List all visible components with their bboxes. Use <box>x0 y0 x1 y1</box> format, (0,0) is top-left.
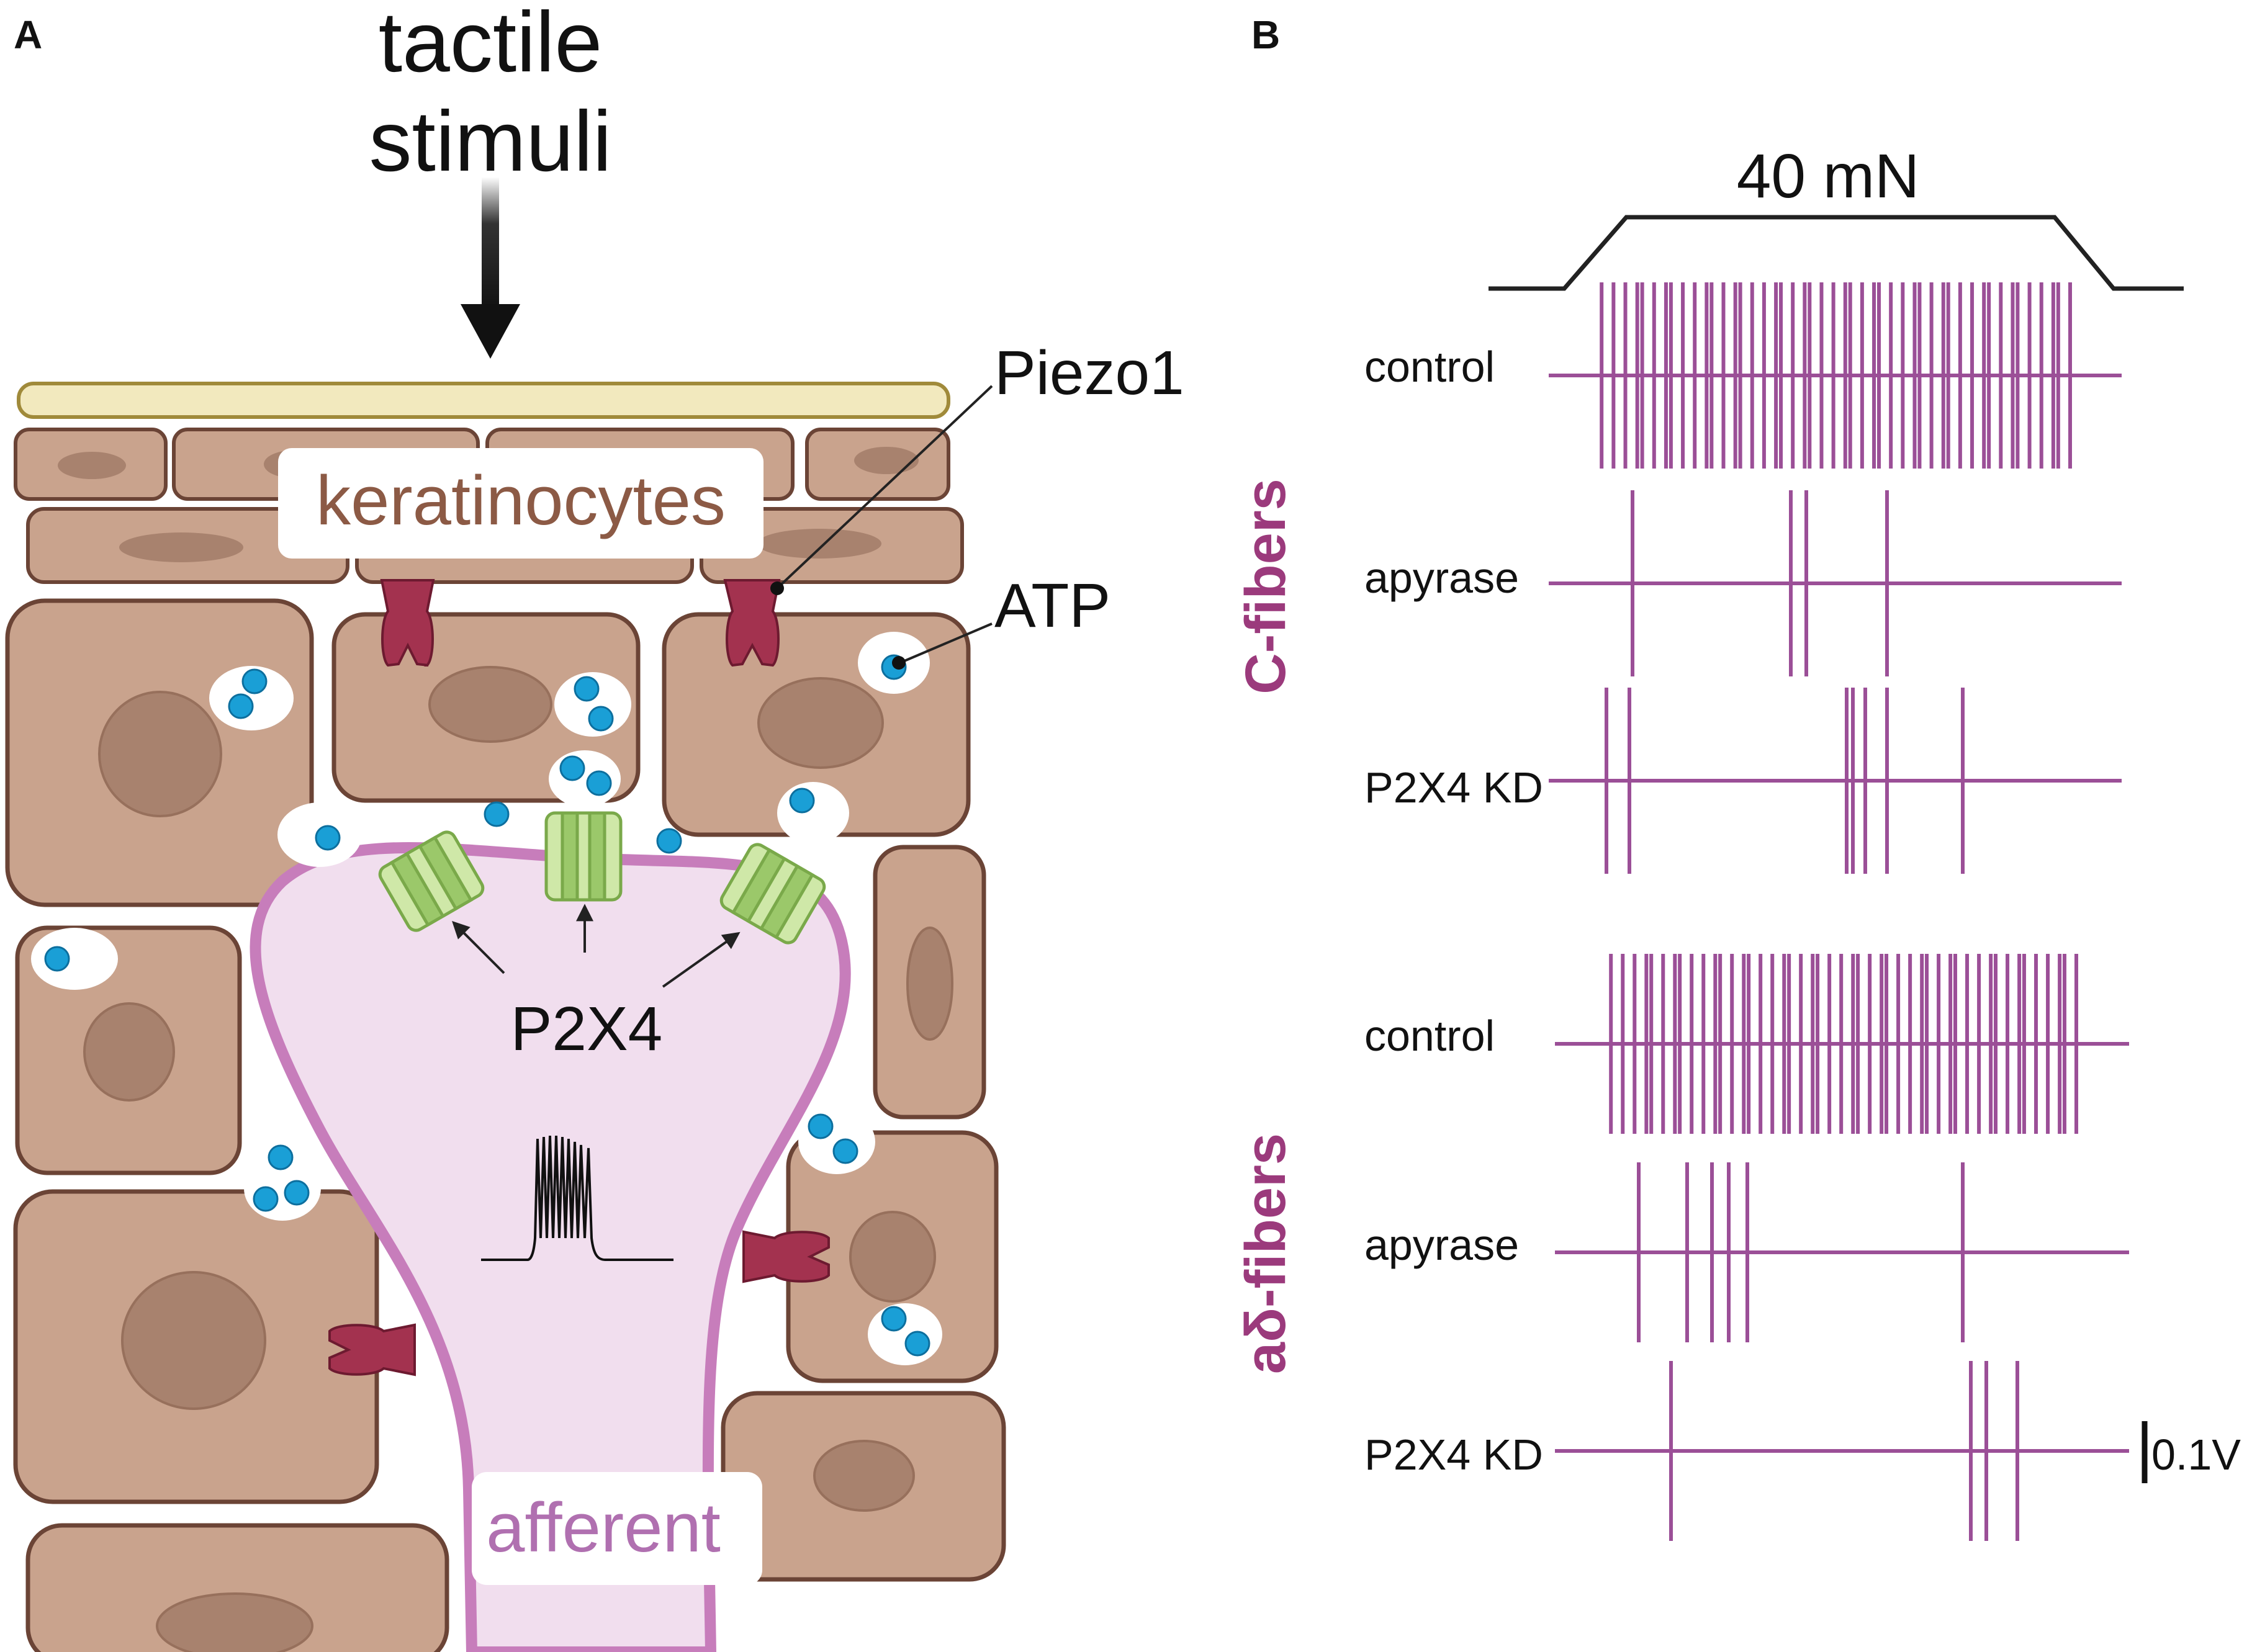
c-p2x4kd-label: P2X4 KD <box>1364 763 1543 812</box>
ad-control-label: control <box>1364 1012 1495 1060</box>
atp-molecules <box>44 654 930 1357</box>
p2x4-channels <box>378 811 826 945</box>
atp-pointer-dot <box>892 656 906 670</box>
piezo1-channels <box>328 579 830 1376</box>
c-apyrase-trace <box>1549 490 2122 676</box>
c-fibers-label: C-fibers <box>1234 478 1297 694</box>
stratum-corneum <box>17 382 950 419</box>
stimulus-force-label: 40 mN <box>1737 141 1920 211</box>
c-apyrase-label: apyrase <box>1364 554 1519 602</box>
stimulus-label-line2: stimuli <box>369 94 611 189</box>
keratinocytes-label: keratinocytes <box>316 462 726 539</box>
ad-control-trace <box>1555 954 2129 1134</box>
keratinocytes-label-box <box>278 448 763 559</box>
c-control-label: control <box>1364 343 1495 391</box>
atp-label: ATP <box>994 571 1110 640</box>
keratinocyte-nuclei <box>83 666 953 1652</box>
ad-p2x4kd-label: P2X4 KD <box>1364 1430 1543 1479</box>
piezo1-label: Piezo1 <box>994 338 1184 408</box>
action-potential-trace <box>481 1135 673 1261</box>
ad-fibers-label: aδ-fibers <box>1234 1133 1297 1374</box>
annotation-lines <box>452 385 993 988</box>
afferent-label: afferent <box>486 1489 721 1566</box>
panel-a: A tactile stimuli <box>5 0 1184 1652</box>
afferent-label-box <box>472 1472 762 1585</box>
panel-a-letter: A <box>14 12 42 57</box>
ad-p2x4kd-trace <box>1555 1361 2129 1541</box>
panel-b-letter: B <box>1251 12 1280 57</box>
voltage-scale-label: 0.1V <box>2151 1430 2241 1479</box>
stimulus-arrow <box>461 177 520 359</box>
c-p2x4kd-trace <box>1549 688 2122 874</box>
c-control-trace <box>1549 282 2122 469</box>
piezo1-pointer-dot <box>770 581 784 595</box>
panel-b: B 40 mN C-fibers aδ-fibers control apyra… <box>1234 12 2241 1541</box>
stimulus-label-line1: tactile <box>379 0 603 90</box>
ad-apyrase-label: apyrase <box>1364 1221 1519 1269</box>
stimulus-ramp <box>1489 215 2184 291</box>
ad-apyrase-trace <box>1555 1162 2129 1342</box>
p2x4-label: P2X4 <box>511 994 663 1064</box>
